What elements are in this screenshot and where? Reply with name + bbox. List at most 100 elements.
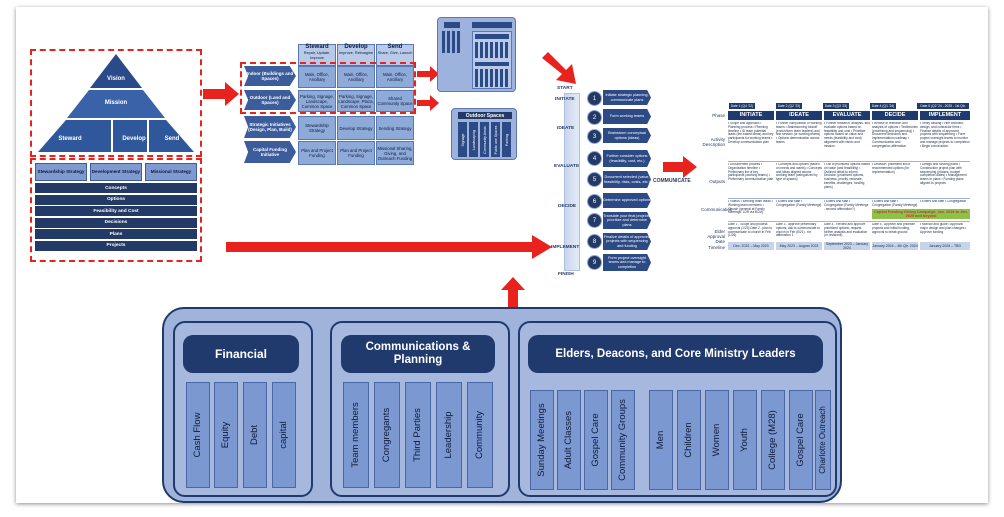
divider <box>728 221 970 222</box>
activity-cell: • Scope and approach • Planning process … <box>728 122 774 144</box>
activity-cell: • Review of research and analysis of opt… <box>872 122 918 148</box>
red-arrow-up-icon <box>501 277 525 307</box>
timeline-cell: September 2023 – January 2024 <box>824 242 870 250</box>
phase-start-label: START <box>557 86 573 91</box>
matrix-row-strategic: Strategic Initiatives (Design, Plan, Bui… <box>244 116 296 138</box>
elders-item: Men <box>649 390 673 490</box>
pyramid-graphic <box>38 54 194 152</box>
mini-node <box>475 42 509 58</box>
approval-cell: Date 1 - Scope and process approval (1/2… <box>728 223 773 238</box>
matrix-cell: Parking, Signage, Landscape, Plaza, Comm… <box>337 90 375 112</box>
matrix-col-title: Send <box>387 44 403 50</box>
phase-label: EVALUATE <box>554 164 580 169</box>
matrix-cell: Main, Office, Ancillary <box>298 66 336 88</box>
phase-finish-label: FINISH <box>558 272 574 277</box>
strategy-row: Decisions <box>35 217 197 228</box>
elders-item: Adult Classes <box>557 390 581 490</box>
matrix-cell: Plan and Project Funding <box>337 141 375 165</box>
communication-cell: • Videos • Working team leads • Working … <box>728 200 773 215</box>
matrix-cell: Missional Sharing, Giving, and Outreach … <box>376 141 414 165</box>
group-communications-title: Communications & Planning <box>341 335 495 373</box>
pyramid-steward: Steward <box>58 136 82 142</box>
financial-item: Equity <box>214 382 238 488</box>
timeline-cell: January 2025 – TBD <box>920 242 970 250</box>
phase-description: Further consider options (feasibility, c… <box>603 150 651 167</box>
red-arrow-right-icon <box>203 82 239 106</box>
phase-description: Initiate strategic planning; communicate… <box>603 90 651 105</box>
timeline-table: Date 1 (Q4 '22) Date 2 (Q2 '23) Date 3 (… <box>701 103 971 253</box>
date-tag: Date 1 (Q4 '22) <box>729 103 755 109</box>
phase-description: Determine approved options <box>603 193 651 208</box>
communication-cell: • Elders and staff • Congregation (Famil… <box>824 200 869 211</box>
row-label: Elder Approval Date <box>707 229 725 244</box>
phase-number: 1 <box>587 91 602 106</box>
mini-panel <box>472 31 512 89</box>
approval-cell: • Monitor and guide • Approval major des… <box>920 223 967 234</box>
elders-item: Youth <box>733 390 757 490</box>
strategy-row: Options <box>35 194 197 205</box>
phase-header: DECIDE <box>872 111 918 120</box>
outdoor-item: Parking <box>502 122 511 157</box>
matrix-cell: Sending Strategy <box>376 116 414 140</box>
strategy-row: Plans <box>35 229 197 239</box>
communications-item: Leadership <box>436 382 462 488</box>
group-financial-title: Financial <box>183 335 299 373</box>
mini-node <box>475 34 509 39</box>
matrix-col-sub: Share, Give, Launch <box>377 50 413 55</box>
red-arrow-diagonal-icon <box>542 52 576 84</box>
pyramid-send: Send <box>164 136 180 142</box>
strategy-row: Projects <box>35 240 197 251</box>
phase-number: 6 <box>587 194 602 209</box>
phase-label: IMPLEMENT <box>551 245 580 250</box>
output-cell: • Decision: prioritized list of recommen… <box>872 163 911 174</box>
communications-item: Congregants <box>374 382 400 488</box>
elders-item: Charlotte Outreach <box>815 390 831 490</box>
timeline-cell: May 2023 – August 2023 <box>776 242 822 250</box>
row-label: Activity Description <box>702 137 725 147</box>
matrix-cell: Main, Office, Ancillary <box>376 66 414 88</box>
strategy-steward: Stewardship Strategy <box>35 163 87 181</box>
timeline-cell: Dec. 2022 – May 2023 <box>728 242 774 250</box>
mini-node <box>452 31 455 53</box>
financial-item: Debt <box>243 382 267 488</box>
matrix-col-sub: Repair, Update, Improve <box>303 50 331 61</box>
activity-cell: • Verify funding • Hire architect, desig… <box>920 122 970 148</box>
matrix-cell: Develop Strategy <box>337 116 375 140</box>
mini-node <box>475 62 509 66</box>
financial-item: capital <box>272 382 296 488</box>
phase-number: 5 <box>587 172 602 187</box>
matrix-cell: Plan and Project Funding <box>298 141 336 165</box>
matrix-cell: Shared Community Space <box>376 90 414 112</box>
communication-cell: • Elders and staff • Congregation (Famil… <box>872 200 918 207</box>
phase-header: EVALUATE <box>824 111 870 120</box>
red-arrow-right-icon <box>663 156 697 178</box>
communications-item: Third Parties <box>405 382 431 488</box>
phase-description: Form working teams <box>603 109 651 124</box>
outdoor-item: Signage <box>458 122 467 157</box>
phase-description: Finalize details of approved projects wi… <box>603 233 651 250</box>
output-cell: • List of prioritized options based on v… <box>824 163 870 189</box>
row-label: Communication <box>701 207 733 212</box>
group-elders-title: Elders, Deacons, and Core Ministry Leade… <box>528 335 823 373</box>
output-cell: • Design and funding plans • Constructio… <box>920 163 967 185</box>
red-arrow-long-icon <box>226 235 552 259</box>
mini-node <box>472 22 512 28</box>
strategy-missional: Missional Strategy <box>145 163 197 181</box>
matrix-col-send: Send Share, Give, Launch <box>376 44 414 66</box>
red-arrow-right-icon <box>417 95 439 111</box>
phase-number: 4 <box>587 151 602 166</box>
phase-label: DECIDE <box>558 204 577 209</box>
outdoor-spaces-box: Outdoor Spaces Signage Landscaping Commu… <box>451 108 517 160</box>
phase-number: 3 <box>587 129 602 144</box>
elders-item: Gospel Care <box>789 390 813 490</box>
strategy-dashed-box <box>30 158 202 262</box>
communications-item: Community <box>467 382 493 488</box>
mini-node <box>475 69 509 87</box>
matrix-col-steward: Steward Repair, Update, Improve <box>298 44 336 66</box>
phase-description: Document selected (value, feasibility, r… <box>603 171 651 188</box>
elders-item: Women <box>705 390 729 490</box>
phase-number: 8 <box>587 234 602 249</box>
pyramid-vision: Vision <box>107 76 125 82</box>
matrix-cell: Stewardship Strategy <box>298 116 336 140</box>
mini-node <box>457 31 460 53</box>
